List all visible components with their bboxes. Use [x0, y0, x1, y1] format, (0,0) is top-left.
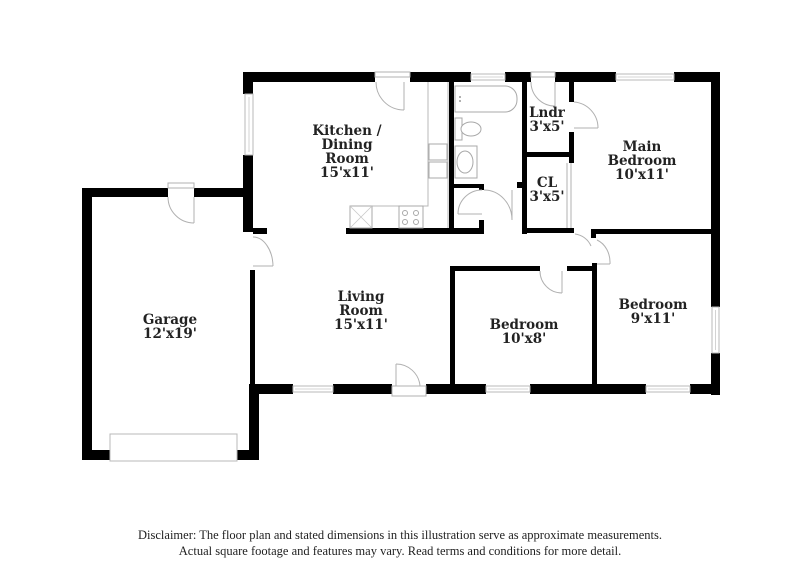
svg-text:Living: Living	[338, 289, 385, 305]
svg-text:15'x11': 15'x11'	[334, 317, 388, 333]
room-label-bedroom-3: Bedroom 9'x11'	[619, 297, 688, 327]
svg-text:Room: Room	[325, 151, 369, 167]
garage-side-door-icon	[167, 182, 195, 224]
svg-text:Main: Main	[623, 139, 662, 155]
svg-text:Garage: Garage	[143, 312, 197, 328]
svg-text:15'x11': 15'x11'	[320, 165, 374, 181]
svg-text:CL: CL	[537, 175, 558, 191]
garage-door-overhead	[109, 433, 238, 462]
svg-text:3'x5': 3'x5'	[529, 119, 564, 135]
windows	[244, 73, 720, 393]
garage-walls	[82, 188, 259, 460]
room-label-main-bedroom: Main Bedroom 10'x11'	[608, 139, 677, 183]
room-label-garage: Garage 12'x19'	[143, 312, 197, 342]
svg-text:Kitchen /: Kitchen /	[312, 123, 381, 139]
svg-text:Lndr: Lndr	[529, 105, 566, 121]
bathtub-icon	[454, 85, 518, 113]
fridge-icon	[349, 205, 373, 229]
svg-text:10'x11': 10'x11'	[615, 167, 669, 183]
svg-text:Bedroom: Bedroom	[490, 317, 559, 333]
svg-text:10'x8': 10'x8'	[502, 331, 547, 347]
svg-text:Bedroom: Bedroom	[619, 297, 688, 313]
stove-icon	[398, 205, 424, 229]
room-label-kitchen-dining: Kitchen / Dining Room 15'x11'	[312, 123, 381, 181]
room-label-laundry: Lndr 3'x5'	[529, 105, 566, 135]
svg-text:Dining: Dining	[321, 137, 373, 153]
bath-sink-icon	[454, 145, 478, 179]
doors	[252, 71, 611, 397]
svg-text:Bedroom: Bedroom	[608, 153, 677, 169]
room-label-closet: CL 3'x5'	[529, 175, 564, 205]
svg-text:12'x19': 12'x19'	[143, 326, 197, 342]
house-exterior-walls	[243, 72, 720, 395]
room-label-living-room: Living Room 15'x11'	[334, 289, 388, 333]
interior-walls	[346, 82, 711, 390]
disclaimer-line-2: Actual square footage and features may v…	[178, 544, 622, 558]
svg-text:Room: Room	[339, 303, 383, 319]
disclaimer-line-1: Disclaimer: The floor plan and stated di…	[138, 528, 662, 542]
kitchen-sink-icon	[428, 143, 448, 179]
toilet-icon	[454, 117, 482, 141]
svg-text:3'x5': 3'x5'	[529, 189, 564, 205]
room-label-bedroom-2: Bedroom 10'x8'	[490, 317, 559, 347]
svg-text:9'x11': 9'x11'	[631, 311, 676, 327]
